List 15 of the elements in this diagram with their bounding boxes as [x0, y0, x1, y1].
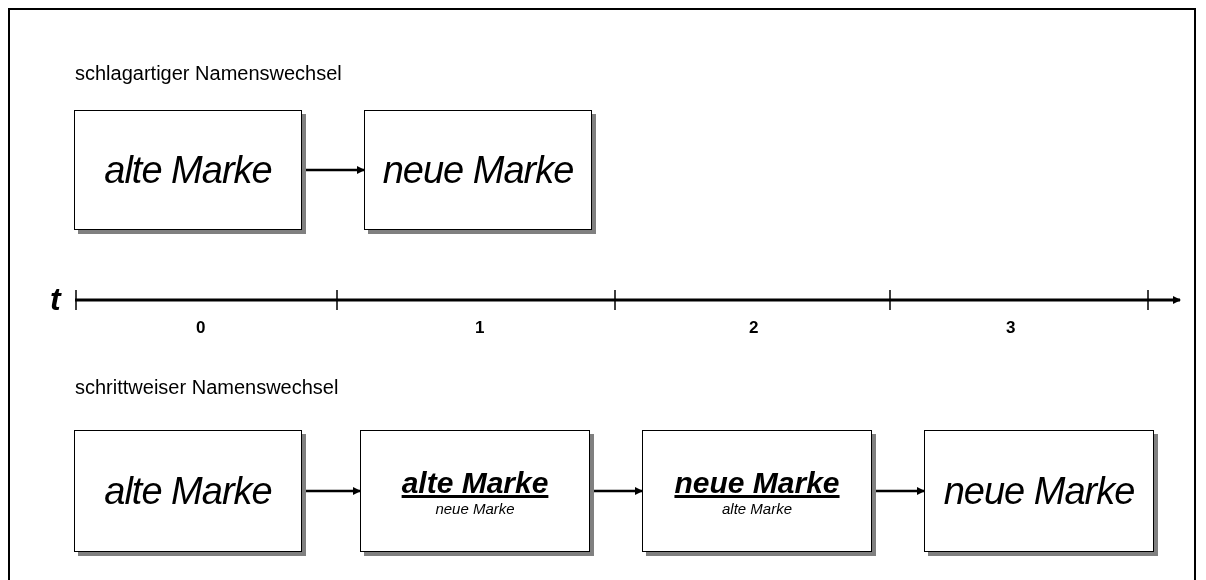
tick-label: 0	[196, 318, 206, 338]
tick-label: 1	[475, 318, 485, 338]
section-heading: schlagartiger Namenswechsel	[75, 62, 342, 85]
box-text: alte Marke	[104, 148, 272, 192]
box-subtext: neue Marke	[435, 499, 515, 517]
axis-label: t	[50, 281, 61, 318]
tick-label: 3	[1006, 318, 1016, 338]
box-text: alte Marke	[104, 469, 272, 513]
box-subtext: alte Marke	[722, 499, 792, 517]
box-text: neue Marke	[943, 469, 1135, 513]
box-text: neue Marke	[382, 148, 574, 192]
section-heading: schrittweiser Namenswechsel	[75, 376, 339, 399]
box-heading: alte Marke	[401, 465, 549, 500]
box-heading: neue Marke	[674, 465, 840, 500]
tick-label: 2	[749, 318, 759, 338]
